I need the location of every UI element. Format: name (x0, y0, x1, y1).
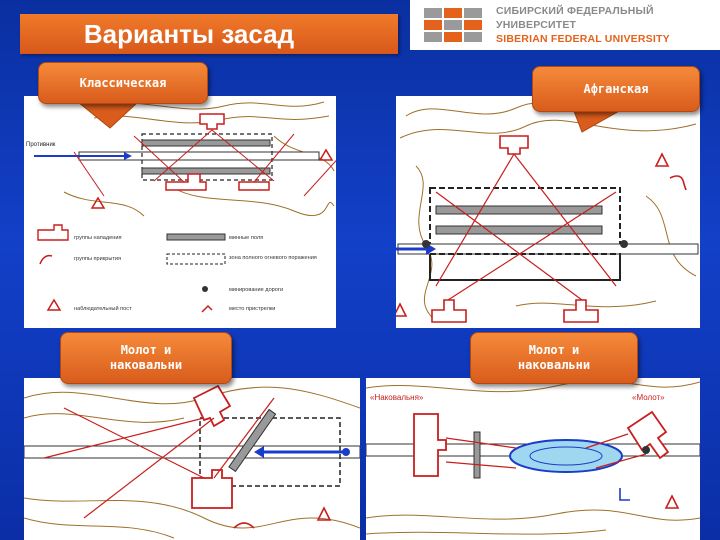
legend-minefield: минные поля (229, 235, 263, 241)
legend-ambush-groups: группы нападения (74, 235, 121, 241)
callout-afghan: Афганская (532, 66, 700, 136)
callout-classic-label: Классическая (38, 62, 208, 104)
university-logo: СИБИРСКИЙ ФЕДЕРАЛЬНЫЙ УНИВЕРСИТЕТ SIBERI… (410, 0, 720, 50)
afghan-ambush-diagram (396, 96, 700, 328)
callout-hammer-left: Молот и наковальни (60, 332, 232, 386)
legend-observation: наблюдательный пост (74, 305, 132, 312)
legend-cover-groups: группы прикрытия (74, 256, 121, 262)
slide-title: Варианты засад (20, 14, 398, 54)
slide-title-text: Варианты засад (83, 18, 295, 49)
legend-kill-zone: зона полного огневого поражения (229, 255, 317, 261)
legend-mining: минирование дороги (229, 287, 283, 293)
hammer-anvil-diagram-left (24, 378, 360, 540)
enemy-label: Противник (26, 142, 56, 148)
logo-text-en: SIBERIAN FEDERAL UNIVERSITY (496, 33, 670, 45)
callout-hammer-right-label: Молот и наковальни (470, 332, 638, 384)
anvil-label: «Наковальня» (370, 393, 424, 402)
sfu-emblem-icon (422, 2, 488, 48)
hammer-anvil-diagram-right: «Наковальня» «Молот» (366, 378, 700, 540)
logo-text-ru: СИБИРСКИЙ ФЕДЕРАЛЬНЫЙ УНИВЕРСИТЕТ (496, 5, 654, 31)
callout-classic: Классическая (38, 62, 208, 132)
legend-fire: место пристрелки (229, 306, 275, 312)
callout-afghan-label: Афганская (532, 66, 700, 112)
callout-hammer-right: Молот и наковальни (470, 332, 638, 386)
callout-hammer-left-label: Молот и наковальни (60, 332, 232, 384)
hammer-label: «Молот» (632, 393, 665, 402)
classic-ambush-diagram: Противник группы нападения группы прикры… (24, 96, 336, 328)
